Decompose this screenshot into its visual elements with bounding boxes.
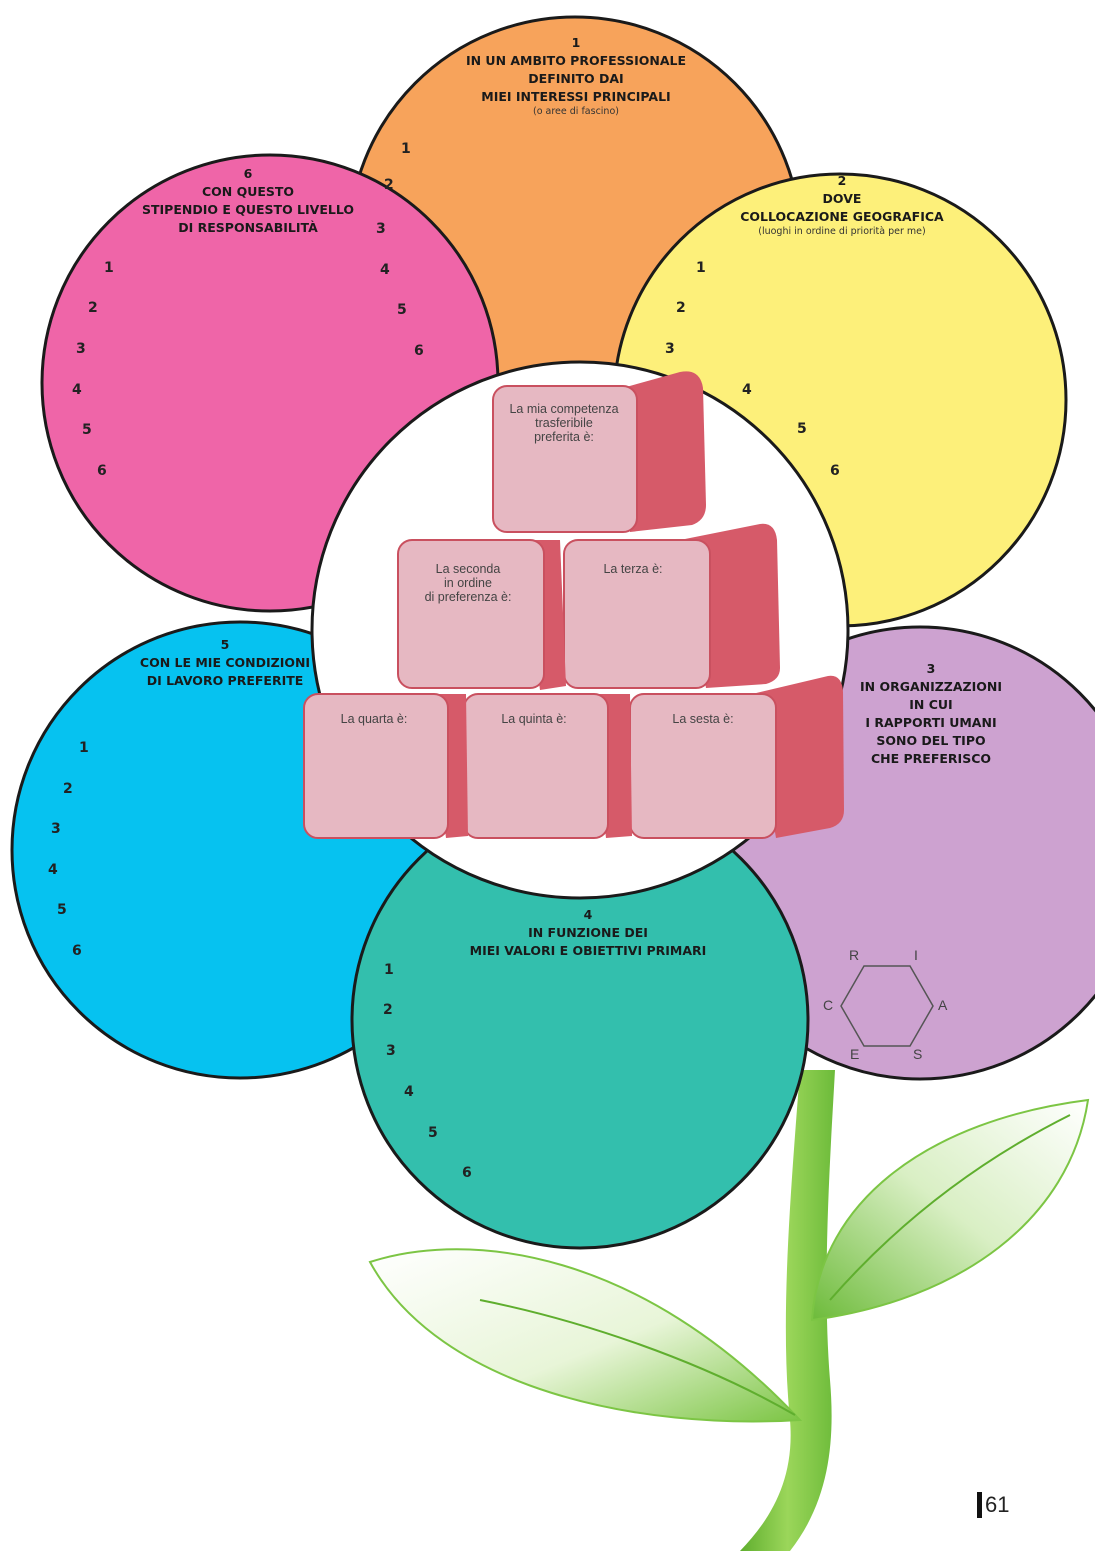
petal-1-item: 1 [401,141,411,157]
petal-4-item: 3 [386,1043,396,1059]
petal-3-line-5: CHE PREFERISCO [870,751,991,766]
petal-4-item: 2 [383,1002,393,1018]
petal-6-line-1: CON QUESTO [201,184,295,199]
petal-3-number: 3 [926,661,936,676]
stem [740,1070,835,1551]
petal-5-item: 1 [79,740,89,756]
petal-2-line-1: DOVE [822,191,862,206]
block-fifth [463,693,632,839]
riasec-letter-c: C [823,997,834,1013]
petal-3-title: 3 IN ORGANIZZAZIONI IN CUI I RAPPORTI UM… [791,660,1071,768]
petal-6-item: 2 [88,300,98,316]
petal-5-line-1: CON LE MIE CONDIZIONI [139,655,311,670]
petal-1-item: 4 [380,262,390,278]
petal-1-item: 6 [414,343,424,359]
right-leaf-vein [829,1114,1071,1301]
riasec-letter-i: I [914,947,918,963]
petal-6-title: 6 CON QUESTO STIPENDIO E QUESTO LIVELLO … [108,165,388,237]
block-sixth-line-1: La sesta è: [672,712,734,726]
petal-1-line-3: MIEI INTERESSI PRINCIPALI [481,89,671,104]
petal-5-item: 3 [51,821,61,837]
petal-3-line-4: SONO DEL TIPO [876,733,986,748]
block-first-line-1: La mia competenza [509,402,619,416]
block-sixth [629,675,844,839]
block-third-label: La terza è: [563,562,703,576]
petal-3-line-2: IN CUI [909,697,953,712]
block-third-line-1: La terza è: [603,562,663,576]
block-fifth-label: La quinta è: [464,712,604,726]
petal-4-item: 4 [404,1084,414,1100]
block-second-line-1: La seconda [435,562,501,576]
petal-2-item: 2 [676,300,686,316]
petal-6-item: 6 [97,463,107,479]
petal-1-line-2: DEFINITO DAI [528,71,624,86]
petal-4-item: 6 [462,1165,472,1181]
petal-2-title: 2 DOVE COLLOCAZIONE GEOGRAFICA (luoghi i… [702,172,982,238]
petal-4-item: 5 [428,1125,438,1141]
petal-5-item: 6 [72,943,82,959]
petal-6-number: 6 [243,166,253,181]
petal-2-item: 4 [742,382,752,398]
petal-2-subtitle: (luoghi in ordine di priorità per me) [758,226,926,237]
petal-4-title: 4 IN FUNZIONE DEI MIEI VALORI E OBIETTIV… [428,906,748,960]
petal-3-line-1: IN ORGANIZZAZIONI [859,679,1003,694]
petal-2-item: 5 [797,421,807,437]
petal-1-item: 3 [376,221,386,237]
petal-1-title: 1 IN UN AMBITO PROFESSIONALE DEFINITO DA… [436,34,716,118]
riasec-letter-e: E [850,1046,860,1062]
petal-5-title: 5 CON LE MIE CONDIZIONI DI LAVORO PREFER… [85,636,365,690]
petal-1-number: 1 [571,35,581,50]
block-fourth-line-1: La quarta è: [340,712,408,726]
petal-1-subtitle: (o aree di fascino) [533,106,619,117]
block-second-line-3: di preferenza è: [424,590,512,604]
petal-5-number: 5 [220,637,230,652]
block-second [397,539,566,690]
petal-2-item: 3 [665,341,675,357]
block-pyramid [303,371,844,839]
petal-4-item: 1 [384,962,394,978]
block-third [563,523,780,689]
petal-5-item: 5 [57,902,67,918]
block-fifth-line-1: La quinta è: [501,712,567,726]
petal-5-item: 4 [48,862,58,878]
petal-6-item: 4 [72,382,82,398]
block-first-line-2: trasferibile [535,416,593,430]
petal-4-line-2: MIEI VALORI E OBIETTIVI PRIMARI [469,943,707,958]
petal-6-item: 5 [82,422,92,438]
riasec-letter-a: A [938,997,948,1013]
riasec-letter-r: R [849,947,860,963]
riasec-hexagon [840,965,934,1047]
block-first-label: La mia competenza trasferibile preferita… [494,402,634,444]
block-sixth-label: La sesta è: [633,712,773,726]
petal-1-item: 2 [384,177,394,193]
petal-6-line-2: STIPENDIO E QUESTO LIVELLO [142,202,354,217]
petal-4-line-1: IN FUNZIONE DEI [528,925,648,940]
page-number: 61 [977,1492,1009,1518]
block-first [492,371,706,533]
petal-2-line-2: COLLOCAZIONE GEOGRAFICA [740,209,944,224]
left-leaf [368,1248,803,1423]
petal-6-line-3: DI RESPONSABILITÀ [178,220,318,235]
riasec-letter-s: S [913,1046,923,1062]
block-first-line-3: preferita è: [534,430,594,444]
petal-5-line-2: DI LAVORO PREFERITE [146,673,304,688]
petal-4-number: 4 [583,907,593,922]
block-second-label: La seconda in ordine di preferenza è: [398,562,538,604]
block-fourth-label: La quarta è: [304,712,444,726]
block-second-line-2: in ordine [444,576,492,590]
right-leaf [810,1098,1090,1322]
petal-3-line-3: I RAPPORTI UMANI [865,715,997,730]
block-fourth [303,693,468,839]
petal-2-number: 2 [837,173,847,188]
petal-1-line-1: IN UN AMBITO PROFESSIONALE [465,53,687,68]
left-leaf-vein [479,1299,796,1416]
petal-6-item: 1 [104,260,114,276]
petal-6-item: 3 [76,341,86,357]
petal-5-item: 2 [63,781,73,797]
petal-2-item: 6 [830,463,840,479]
petal-1-item: 5 [397,302,407,318]
petal-2-item: 1 [696,260,706,276]
